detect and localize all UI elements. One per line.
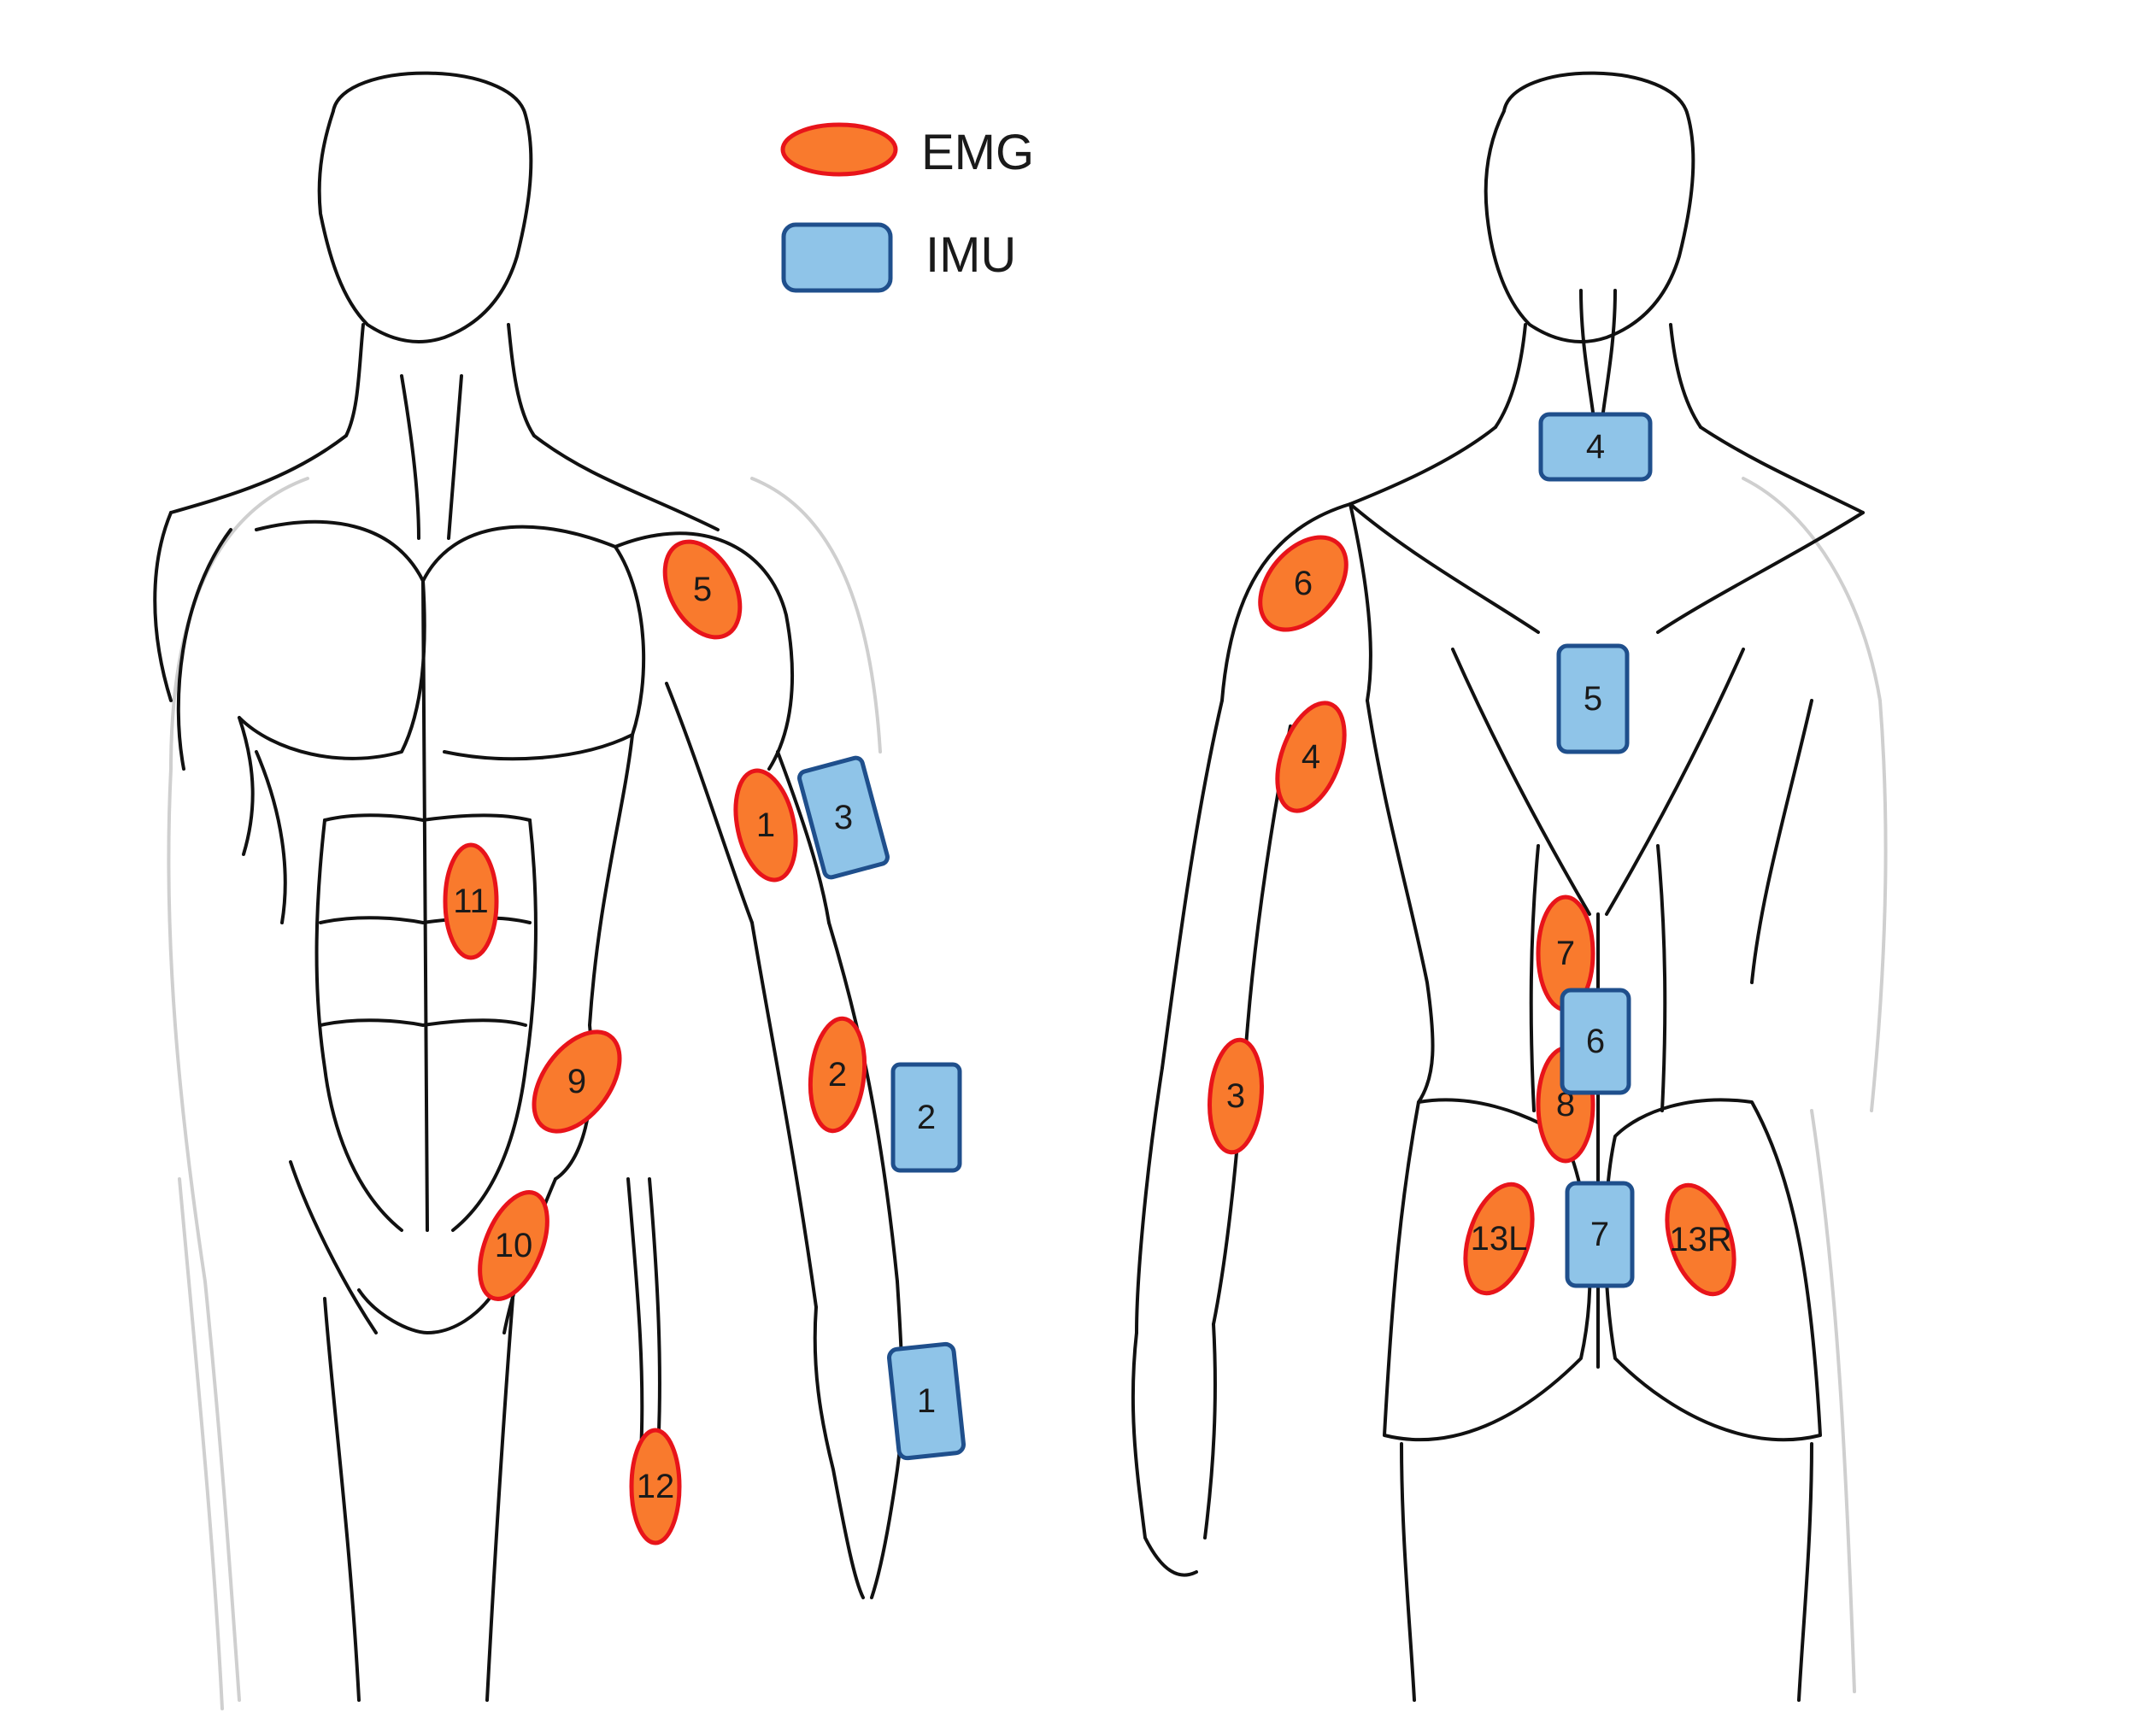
back-emg-marker-label: 3 [1226, 1077, 1245, 1115]
back-imu-marker-label: 4 [1586, 428, 1605, 466]
front-imu-marker-label: 2 [917, 1099, 936, 1136]
front-imu-marker: 1 [887, 1341, 966, 1461]
back-emg-marker-label: 6 [1294, 565, 1313, 602]
front-emg-marker: 1 [733, 768, 798, 883]
back-emg-marker-label: 13R [1669, 1221, 1731, 1258]
back-imu-marker: 7 [1565, 1181, 1635, 1288]
legend-imu-label: IMU [925, 227, 1016, 283]
back-imu-marker: 4 [1538, 412, 1653, 482]
back-emg-marker: 13L [1463, 1182, 1535, 1296]
legend-emg-swatch [780, 122, 898, 177]
front-emg-marker: 5 [662, 539, 743, 640]
back-emg-marker: 6 [1258, 535, 1349, 632]
back-emg-marker: 7 [1536, 894, 1595, 1012]
back-imu-marker-label: 7 [1590, 1216, 1609, 1253]
back-body-figure [1131, 71, 1888, 1702]
front-imu-marker-label: 3 [834, 799, 853, 836]
back-imu-marker-label: 6 [1586, 1023, 1605, 1060]
front-imu-marker: 2 [890, 1062, 962, 1173]
back-emg-marker-label: 8 [1556, 1086, 1575, 1123]
back-imu-marker: 6 [1560, 988, 1631, 1095]
front-emg-marker-label: 12 [637, 1468, 675, 1505]
front-imu-marker-label: 1 [917, 1382, 936, 1420]
front-imu-markers: 1 2 3 [797, 755, 966, 1461]
front-imu-marker: 3 [797, 755, 890, 880]
back-emg-marker-label: 4 [1302, 738, 1320, 776]
back-imu-marker-label: 5 [1584, 680, 1602, 718]
back-emg-marker-label: 13L [1471, 1220, 1528, 1258]
legend: EMG IMU [780, 122, 1034, 293]
back-imu-markers: 4 5 6 7 [1538, 412, 1653, 1288]
front-emg-marker-label: 11 [453, 883, 489, 920]
front-emg-marker-label: 2 [828, 1056, 847, 1094]
back-imu-marker: 5 [1556, 643, 1630, 754]
front-emg-marker: 12 [629, 1428, 682, 1545]
front-emg-marker-label: 5 [693, 571, 712, 608]
front-emg-marker-label: 9 [567, 1063, 586, 1100]
front-emg-marker-label: 1 [756, 806, 775, 844]
legend-imu-swatch [781, 222, 893, 293]
back-emg-marker: 3 [1208, 1037, 1264, 1155]
front-emg-marker: 9 [532, 1029, 622, 1134]
back-emg-markers: 6 4 3 7 8 13L 13R [1208, 535, 1736, 1297]
back-emg-marker: 4 [1275, 701, 1347, 813]
legend-emg-label: EMG [921, 125, 1034, 180]
back-emg-marker: 13R [1665, 1182, 1736, 1297]
front-emg-marker: 11 [443, 842, 499, 960]
front-emg-marker: 10 [478, 1190, 549, 1301]
front-body-figure [153, 71, 904, 1710]
back-emg-marker-label: 7 [1556, 935, 1575, 972]
front-emg-marker: 2 [808, 1016, 867, 1134]
front-emg-marker-label: 10 [495, 1227, 533, 1264]
front-emg-markers: 5 1 2 9 10 11 12 [443, 539, 867, 1545]
